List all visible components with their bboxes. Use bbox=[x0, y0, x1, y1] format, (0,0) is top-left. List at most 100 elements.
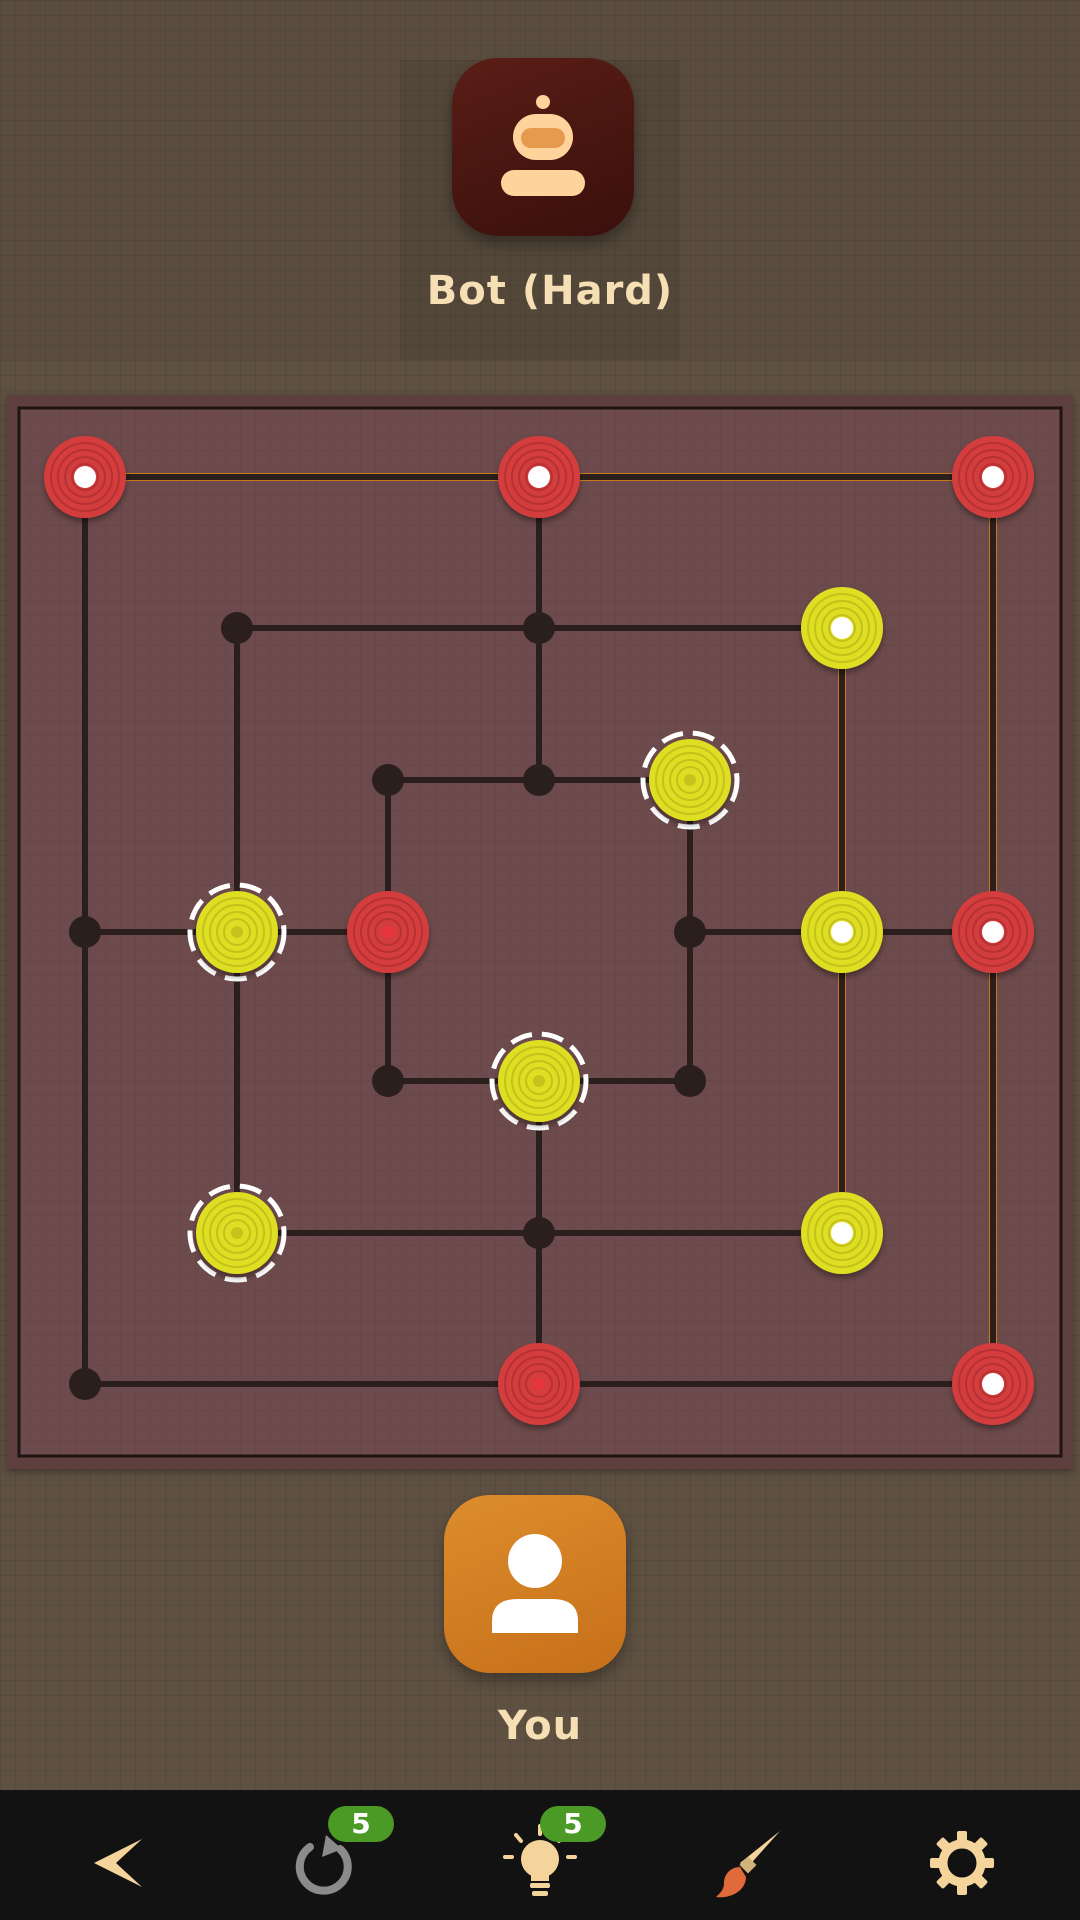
person-icon bbox=[492, 1534, 578, 1633]
paintbrush-icon bbox=[716, 1831, 780, 1898]
yellow-piece-f4 bbox=[801, 891, 883, 973]
piece-groove bbox=[979, 918, 1007, 946]
yellow-piece-f2 bbox=[801, 1192, 883, 1274]
piece-groove bbox=[202, 897, 272, 967]
board-point-b6[interactable] bbox=[221, 612, 253, 644]
board-points bbox=[69, 612, 706, 1400]
piece-mill-mark bbox=[74, 466, 96, 488]
piece-groove bbox=[209, 904, 265, 960]
piece-groove bbox=[821, 607, 863, 649]
red-piece-g7 bbox=[952, 436, 1034, 518]
yellow-piece-e5[interactable] bbox=[640, 730, 740, 830]
piece-groove bbox=[504, 442, 574, 512]
piece-center bbox=[231, 1227, 243, 1239]
yellow-piece-f6 bbox=[801, 587, 883, 669]
piece-mill-mark bbox=[982, 1373, 1004, 1395]
piece-groove bbox=[511, 1053, 567, 1109]
piece-groove bbox=[814, 600, 870, 656]
piece-groove bbox=[828, 918, 856, 946]
red-piece-d7 bbox=[498, 436, 580, 518]
piece-groove bbox=[814, 1205, 870, 1261]
piece-groove bbox=[71, 463, 99, 491]
piece-mill-mark bbox=[982, 921, 1004, 943]
red-piece-a7 bbox=[44, 436, 126, 518]
piece-groove bbox=[367, 911, 409, 953]
player-name: You bbox=[497, 1703, 583, 1749]
yellow-piece-b4[interactable] bbox=[187, 882, 287, 982]
board-point-d2[interactable] bbox=[523, 1217, 555, 1249]
hint-button[interactable] bbox=[480, 1808, 600, 1918]
back-arrow-icon bbox=[94, 1839, 142, 1887]
piece-groove bbox=[979, 463, 1007, 491]
selection-ring bbox=[640, 730, 740, 830]
piece-mill-mark bbox=[831, 1222, 853, 1244]
board-point-a1[interactable] bbox=[69, 1368, 101, 1400]
piece-groove bbox=[972, 911, 1014, 953]
piece-groove bbox=[518, 456, 560, 498]
board-pieces bbox=[44, 436, 1034, 1425]
robot-icon bbox=[501, 95, 585, 196]
board-point-d5[interactable] bbox=[523, 764, 555, 796]
selection-ring bbox=[489, 1031, 589, 1131]
piece-groove bbox=[374, 918, 402, 946]
piece-groove bbox=[511, 449, 567, 505]
piece-groove bbox=[209, 1205, 265, 1261]
board-point-c3[interactable] bbox=[372, 1065, 404, 1097]
theme-button[interactable] bbox=[690, 1808, 810, 1918]
piece-mill-mark bbox=[831, 921, 853, 943]
red-piece-g1 bbox=[952, 1343, 1034, 1425]
red-piece-c4 bbox=[347, 891, 429, 973]
piece-groove bbox=[821, 911, 863, 953]
piece-groove bbox=[202, 1198, 272, 1268]
settings-button[interactable] bbox=[902, 1808, 1022, 1918]
red-piece-g4 bbox=[952, 891, 1034, 973]
piece-groove bbox=[814, 904, 870, 960]
piece-groove bbox=[979, 1370, 1007, 1398]
piece-groove bbox=[655, 745, 725, 815]
piece-groove bbox=[353, 897, 423, 967]
opponent-name: Bot (Hard) bbox=[426, 268, 674, 314]
piece-groove bbox=[669, 759, 711, 801]
board-point-e4[interactable] bbox=[674, 916, 706, 948]
board-point-a4[interactable] bbox=[69, 916, 101, 948]
piece-groove bbox=[504, 1046, 574, 1116]
hint-count-badge: 5 bbox=[540, 1806, 606, 1842]
back-button[interactable] bbox=[58, 1808, 178, 1918]
piece-groove bbox=[216, 1212, 258, 1254]
piece-groove bbox=[525, 463, 553, 491]
piece-groove bbox=[972, 456, 1014, 498]
piece-groove bbox=[958, 442, 1028, 512]
selection-ring bbox=[187, 1183, 287, 1283]
piece-groove bbox=[958, 1349, 1028, 1419]
piece-groove bbox=[828, 614, 856, 642]
piece-groove bbox=[807, 897, 877, 967]
piece-groove bbox=[828, 1219, 856, 1247]
piece-groove bbox=[360, 904, 416, 960]
piece-mill-mark bbox=[831, 617, 853, 639]
piece-groove bbox=[965, 904, 1021, 960]
yellow-piece-d3[interactable] bbox=[489, 1031, 589, 1131]
piece-groove bbox=[958, 897, 1028, 967]
yellow-piece-b2[interactable] bbox=[187, 1183, 287, 1283]
undo-button[interactable] bbox=[262, 1808, 382, 1918]
piece-mill-mark bbox=[982, 466, 1004, 488]
piece-groove bbox=[64, 456, 106, 498]
piece-groove bbox=[965, 449, 1021, 505]
piece-groove bbox=[821, 1212, 863, 1254]
piece-groove bbox=[223, 918, 251, 946]
piece-groove bbox=[216, 911, 258, 953]
piece-mill-mark bbox=[528, 466, 550, 488]
piece-center bbox=[231, 926, 243, 938]
board-point-c5[interactable] bbox=[372, 764, 404, 796]
piece-groove bbox=[511, 1356, 567, 1412]
piece-center bbox=[684, 774, 696, 786]
piece-groove bbox=[504, 1349, 574, 1419]
piece-groove bbox=[676, 766, 704, 794]
piece-center bbox=[533, 1075, 545, 1087]
board-point-d6[interactable] bbox=[523, 612, 555, 644]
board-point-e3[interactable] bbox=[674, 1065, 706, 1097]
gear-icon bbox=[930, 1831, 994, 1895]
bot-avatar bbox=[452, 58, 634, 236]
undo-icon bbox=[295, 1835, 352, 1895]
player-avatar bbox=[444, 1495, 626, 1673]
